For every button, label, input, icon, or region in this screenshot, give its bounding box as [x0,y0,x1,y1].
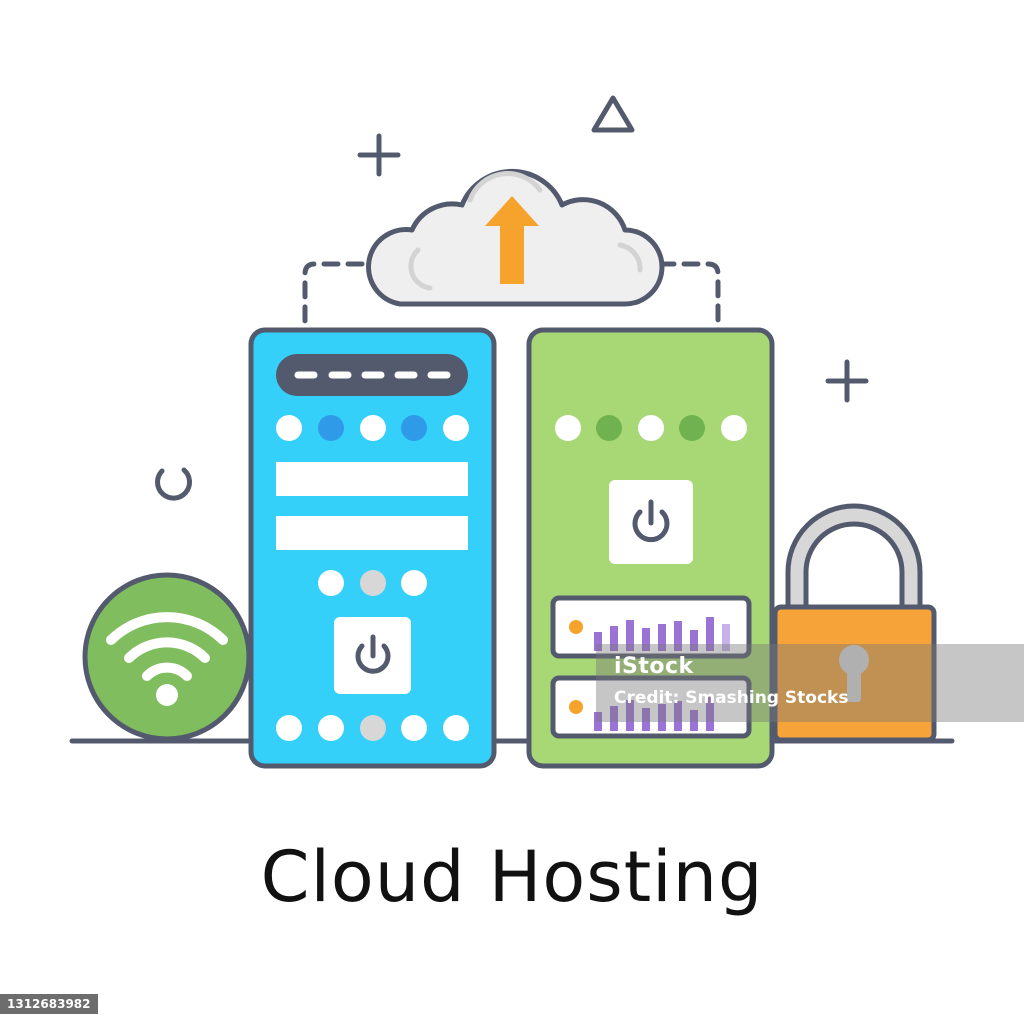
padlock-icon [772,503,937,743]
triangle-icon [591,95,635,133]
drive-panel [550,595,752,659]
power-icon [334,617,411,694]
wifi-icon [82,572,252,742]
cloud-upload-icon [366,168,665,307]
drive-panel [550,675,752,739]
server-icon [526,327,775,769]
ring-icon [155,467,193,501]
image-id-badge: 1312683982 [0,994,98,1014]
power-icon [609,480,693,564]
watermark-brand: iStock [614,654,694,679]
server-icon [248,327,497,769]
plus-icon [357,133,401,177]
page-title: Cloud Hosting [260,836,764,918]
upload-arrow-icon [485,196,539,284]
watermark: iStock Credit: Smashing Stocks [596,644,1024,722]
plus-icon [825,359,869,403]
watermark-credit: Credit: Smashing Stocks [614,688,849,708]
